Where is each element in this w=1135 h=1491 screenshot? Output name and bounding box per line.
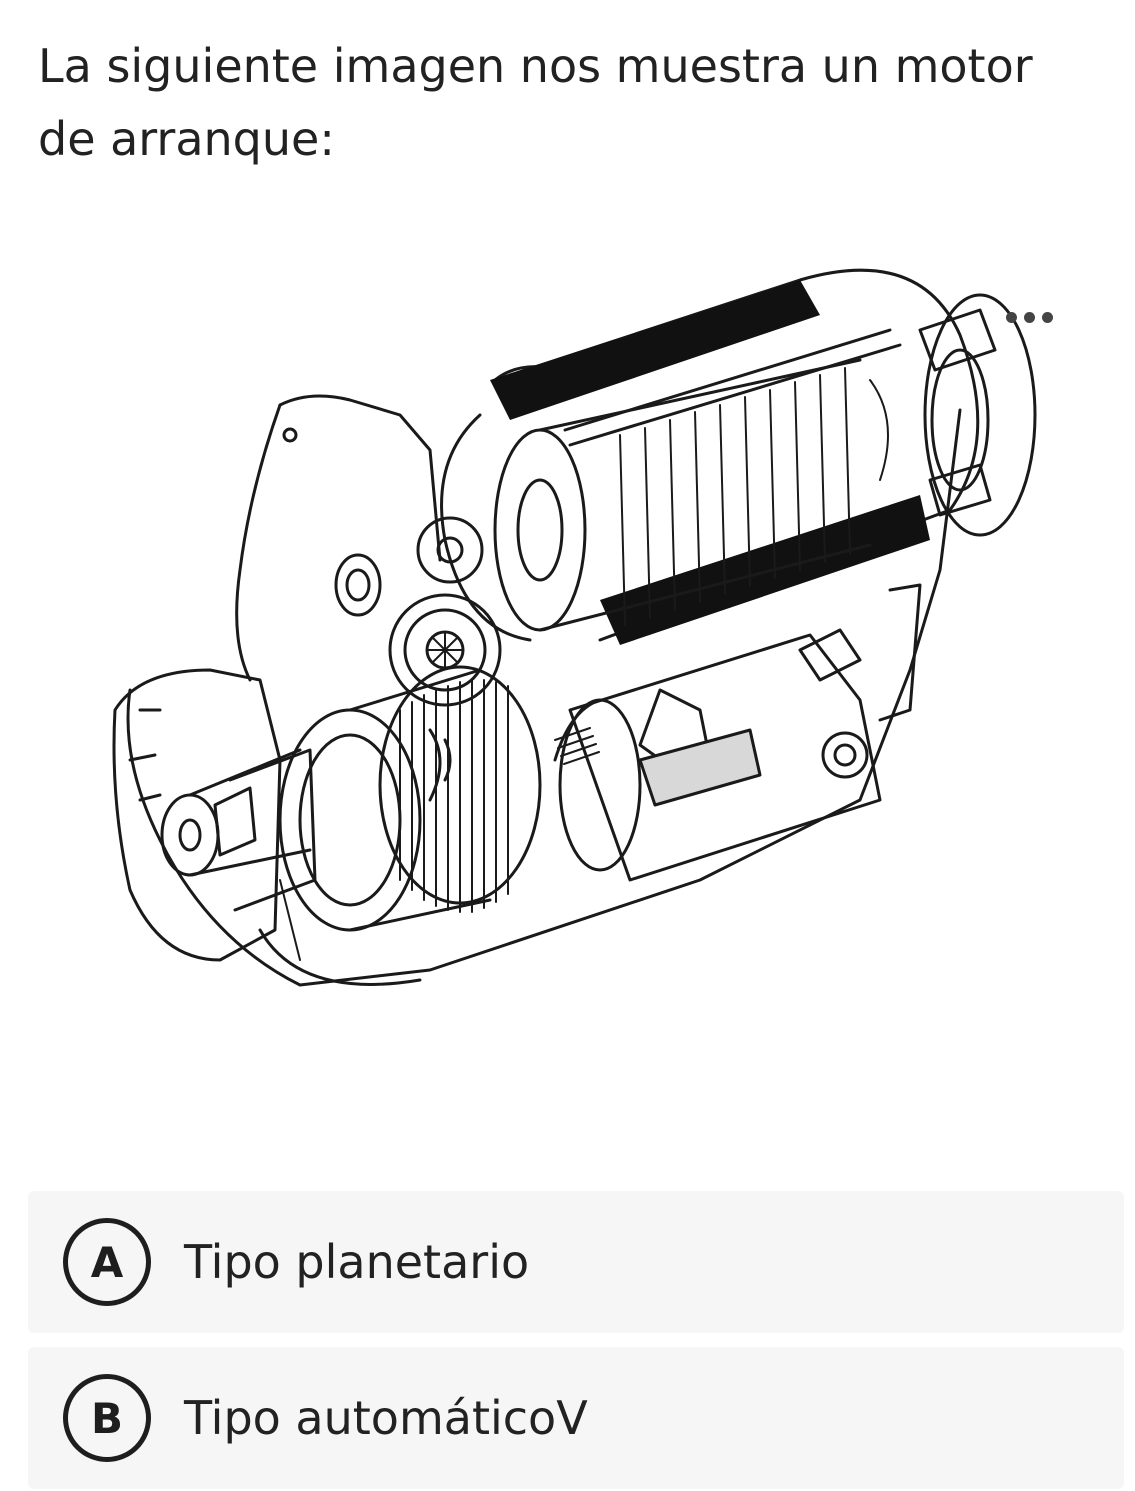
dot-icon (1006, 312, 1017, 323)
starter-motor-image (100, 240, 1060, 1010)
more-options-icon[interactable] (1006, 312, 1053, 323)
question-text: La siguiente imagen nos muestra un motor… (38, 39, 1033, 166)
option-label: Tipo automáticoV (184, 1391, 588, 1445)
option-label: Tipo planetario (184, 1235, 530, 1289)
answer-option-a[interactable]: A Tipo planetario (28, 1191, 1124, 1333)
option-letter-badge: A (63, 1218, 151, 1306)
answer-option-b[interactable]: B Tipo automáticoV (28, 1347, 1124, 1489)
dot-icon (1024, 312, 1035, 323)
option-letter-badge: B (63, 1374, 151, 1462)
dot-icon (1042, 312, 1053, 323)
